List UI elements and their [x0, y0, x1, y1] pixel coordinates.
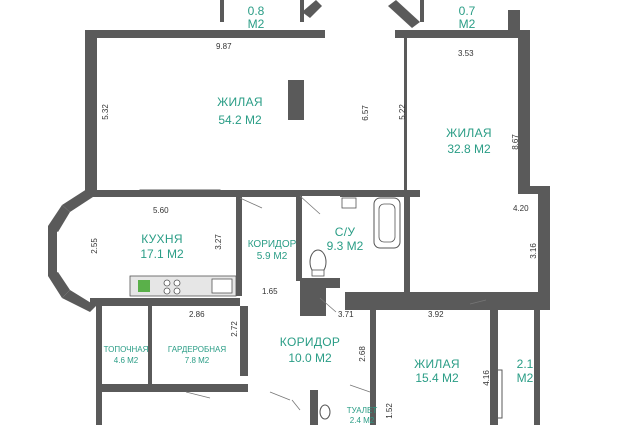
bathroom-name: С/У — [335, 225, 356, 239]
dimensions: 9.87 3.53 5.32 6.57 5.22 8.67 4.20 5.60 … — [90, 42, 538, 419]
dimension-label: 5.60 — [153, 206, 169, 215]
dimension-label: 5.22 — [398, 104, 407, 120]
dimension-label: 3.92 — [428, 310, 444, 319]
room-labels: 0.8 M2 0.7 M2 ЖИЛАЯ 54.2 M2 ЖИЛАЯ 32.8 M… — [104, 4, 534, 425]
wardrobe-name: ГАРДЕРОБНАЯ — [168, 345, 226, 354]
corridor-small-name: КОРИДОР — [248, 239, 297, 250]
dimension-label: 8.67 — [511, 134, 520, 150]
toilet-area: 2.4 M2 — [350, 416, 375, 425]
living-right-name: ЖИЛАЯ — [446, 126, 492, 140]
dimension-label: 4.20 — [513, 204, 529, 213]
dimension-label: 2.55 — [90, 238, 99, 254]
boiler-room-name: ТОПОЧНАЯ — [104, 345, 149, 354]
corridor-main-name: КОРИДОР — [280, 335, 340, 349]
dimension-label: 3.71 — [338, 310, 354, 319]
balcony-left-area: 0.8 — [248, 4, 265, 18]
boiler-room-area: 4.6 M2 — [114, 356, 139, 365]
toilet-name: ТУАЛЕТ — [347, 406, 378, 415]
kitchen-area: 17.1 M2 — [140, 247, 184, 261]
living-bottom-name: ЖИЛАЯ — [414, 357, 460, 371]
walls — [48, 0, 550, 425]
balcony-right-area: 0.7 — [459, 4, 476, 18]
dimension-label: 6.57 — [361, 105, 370, 121]
dimension-label: 5.32 — [101, 104, 110, 120]
storage-area: 2.1 — [517, 357, 534, 371]
bathroom-fixtures — [309, 197, 401, 420]
dimension-label: 2.72 — [230, 321, 239, 337]
living-main-area: 54.2 M2 — [218, 113, 262, 127]
corridor-main-area: 10.0 M2 — [288, 351, 332, 365]
dimension-label: 3.16 — [529, 243, 538, 259]
dimension-label: 3.27 — [214, 234, 223, 250]
dimension-label: 3.53 — [458, 49, 474, 58]
living-main-name: ЖИЛАЯ — [217, 95, 263, 109]
corridor-small-area: 5.9 M2 — [257, 251, 288, 262]
dimension-label: 1.65 — [262, 287, 278, 296]
dimension-label: 2.68 — [358, 346, 367, 362]
wardrobe-area: 7.8 M2 — [185, 356, 210, 365]
dimension-label: 4.16 — [482, 370, 491, 386]
kitchen-name: КУХНЯ — [141, 232, 183, 246]
windows — [87, 91, 527, 419]
kitchen-counter — [129, 275, 237, 297]
living-right-area: 32.8 M2 — [447, 142, 491, 156]
balcony-right-unit: M2 — [459, 17, 476, 31]
dimension-label: 9.87 — [216, 42, 232, 51]
living-bottom-area: 15.4 M2 — [415, 371, 459, 385]
doors — [185, 195, 487, 411]
storage-unit: M2 — [517, 371, 534, 385]
balcony-left-unit: M2 — [248, 17, 265, 31]
dimension-label: 2.86 — [189, 310, 205, 319]
dimension-label: 1.52 — [385, 403, 394, 419]
bathroom-area: 9.3 M2 — [327, 239, 364, 253]
